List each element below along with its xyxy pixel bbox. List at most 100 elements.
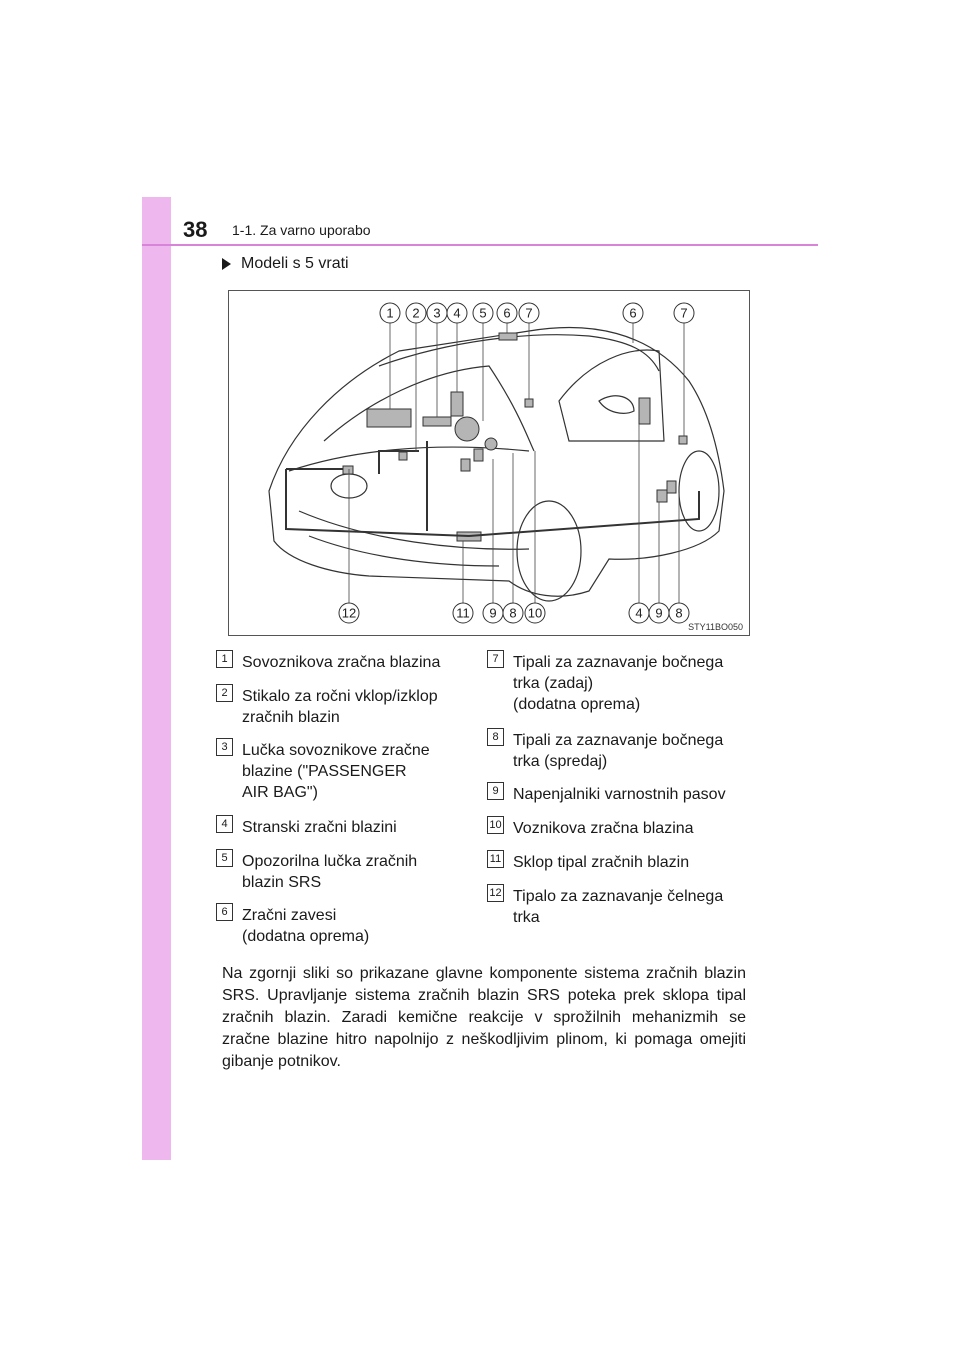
legend-number: 6 — [216, 903, 233, 921]
svg-text:8: 8 — [509, 606, 516, 621]
legend-text: Voznikova zračna blazina — [513, 820, 694, 837]
legend-number: 5 — [216, 849, 233, 867]
pretensioner-right — [656, 489, 668, 503]
section-title: 1-1. Za varno uporabo — [232, 222, 371, 238]
callout-4: 4 — [446, 302, 468, 324]
model-heading: Modeli s 5 vrati — [222, 255, 349, 273]
legend-text: Stikalo za ročni vklop/izklop zračnih bl… — [242, 688, 438, 726]
front-side-sensor-left — [473, 448, 484, 462]
roof-line — [378, 334, 660, 372]
svg-text:2: 2 — [412, 306, 419, 321]
legend-text: Tipalo za zaznavanje čelnega trka — [513, 888, 724, 926]
rear-side-sensor-right — [678, 435, 688, 445]
legend-number: 3 — [216, 738, 233, 756]
passenger-airbag-light — [422, 416, 452, 427]
callout-12: 12 — [338, 602, 360, 624]
legend-number: 2 — [216, 684, 233, 702]
arrow-right-icon — [222, 258, 231, 270]
description-paragraph: Na zgornji sliki so prikazane glavne kom… — [222, 965, 746, 1070]
wiring-front — [285, 468, 470, 537]
header-rule — [142, 244, 818, 246]
front-wheel — [516, 500, 582, 602]
driver-airbag — [454, 416, 480, 442]
mirror — [598, 395, 635, 414]
callout-6: 6 — [622, 302, 644, 324]
callout-9: 9 — [648, 602, 670, 624]
figure-code: STY11BO050 — [688, 622, 743, 632]
side-window — [558, 349, 665, 442]
callout-5: 5 — [472, 302, 494, 324]
windshield — [323, 365, 535, 452]
legend-text: Zračni zavesi (dodatna oprema) — [242, 907, 370, 945]
legend-number: 8 — [487, 728, 504, 746]
legend-number: 11 — [487, 850, 504, 868]
callout-10: 10 — [524, 602, 546, 624]
legend-item: 12 Tipalo za zaznavanje čelnega trka — [487, 884, 724, 928]
legend-text: Sklop tipal zračnih blazin — [513, 854, 690, 871]
legend-item: 11 Sklop tipal zračnih blazin — [487, 850, 690, 873]
legend-text: Tipali za zaznavanje bočnega trka (spred… — [513, 732, 724, 770]
callout-11: 11 — [452, 602, 474, 624]
passenger-airbag-module — [366, 408, 412, 428]
svg-text:10: 10 — [528, 606, 542, 621]
svg-text:9: 9 — [655, 606, 662, 621]
side-airbag-right — [638, 397, 651, 425]
rear-side-sensor-left — [524, 398, 534, 408]
legend-item: 4 Stranski zračni blazini — [216, 815, 397, 838]
legend-item: 3 Lučka sovoznikove zračne blazine ("PASS… — [216, 738, 430, 803]
callout-6: 6 — [496, 302, 518, 324]
svg-text:11: 11 — [456, 606, 470, 621]
wiring-side — [468, 491, 700, 537]
svg-text:4: 4 — [635, 606, 642, 621]
callout-7: 7 — [673, 302, 695, 324]
chapter-sidebar — [142, 197, 171, 1160]
svg-text:5: 5 — [479, 306, 486, 321]
svg-text:6: 6 — [629, 306, 636, 321]
callout-8: 8 — [668, 602, 690, 624]
svg-text:3: 3 — [433, 306, 440, 321]
legend-text: Napenjalniki varnostnih pasov — [513, 786, 726, 803]
callout-4: 4 — [628, 602, 650, 624]
legend-item: 8 Tipali za zaznavanje bočnega trka (spre… — [487, 728, 724, 772]
svg-text:6: 6 — [503, 306, 510, 321]
svg-text:4: 4 — [453, 306, 460, 321]
side-airbag-left — [450, 391, 464, 417]
legend-text: Lučka sovoznikove zračne blazine ("PASSE… — [242, 742, 430, 801]
legend-number: 1 — [216, 650, 233, 668]
callout-8: 8 — [502, 602, 524, 624]
legend-item: 2 Stikalo za ročni vklop/izklop zračnih b… — [216, 684, 438, 728]
front-side-sensor-right — [666, 480, 677, 494]
svg-text:9: 9 — [489, 606, 496, 621]
callout-1: 1 — [379, 302, 401, 324]
page-number: 38 — [183, 217, 208, 242]
warning-light — [484, 437, 498, 451]
legend-number: 4 — [216, 815, 233, 833]
legend-number: 12 — [487, 884, 504, 902]
pretensioner-left — [460, 458, 471, 472]
svg-text:1: 1 — [386, 306, 393, 321]
model-heading-text: Modeli s 5 vrati — [241, 255, 349, 272]
svg-text:7: 7 — [680, 306, 687, 321]
legend-text: Opozorilna lučka zračnih blazin SRS — [242, 853, 418, 891]
svg-text:8: 8 — [675, 606, 682, 621]
callout-7: 7 — [518, 302, 540, 324]
legend-item: 6 Zračni zavesi (dodatna oprema) — [216, 903, 370, 947]
svg-text:7: 7 — [525, 306, 532, 321]
front-impact-sensor — [342, 465, 354, 475]
callout-9: 9 — [482, 602, 504, 624]
curtain-airbag-left — [498, 332, 518, 341]
legend-text: Stranski zračni blazini — [242, 819, 397, 836]
legend-text: Tipali za zaznavanje bočnega trka (zadaj… — [513, 654, 724, 713]
callout-2: 2 — [405, 302, 427, 324]
callout-3: 3 — [426, 302, 448, 324]
rear-wheel — [678, 450, 720, 532]
wiring-switch — [378, 450, 419, 474]
